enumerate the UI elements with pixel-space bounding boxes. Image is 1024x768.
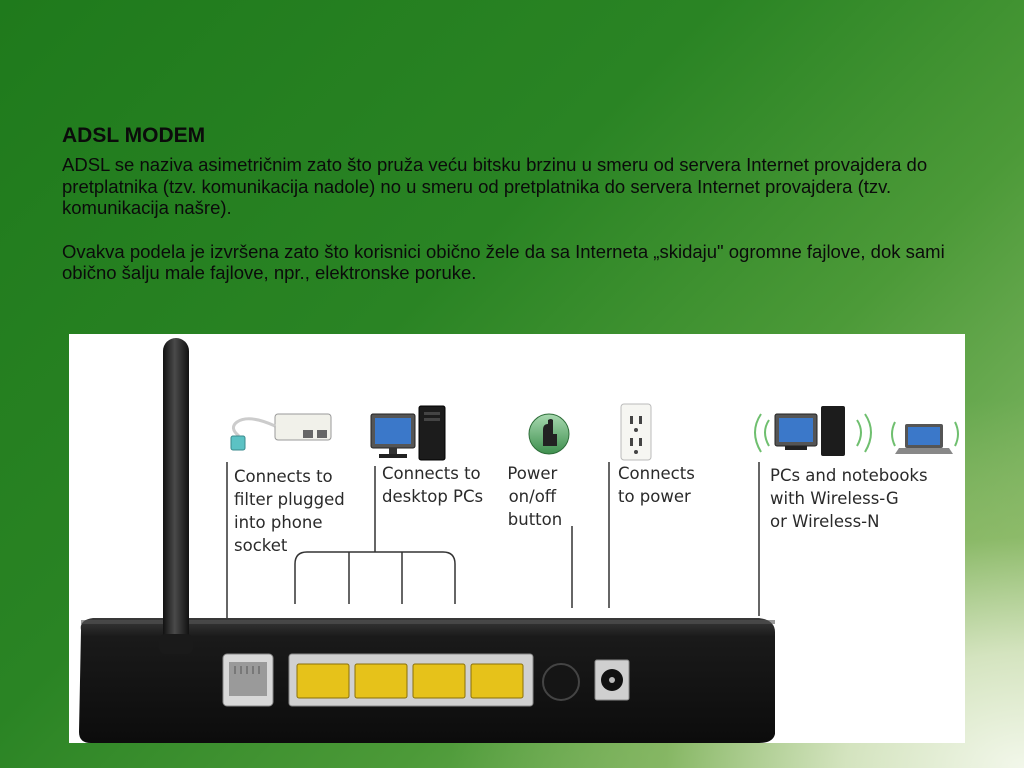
power-button-icon	[528, 413, 570, 455]
label-power: Connects to power	[618, 464, 700, 506]
wireless-pc-icon	[754, 406, 872, 456]
phone-filter-icon	[230, 413, 332, 451]
leader-lines	[226, 462, 760, 624]
label-filter: Connects to filter plugged into phone so…	[234, 467, 350, 555]
desktop-pc-icon	[370, 405, 446, 461]
antenna	[159, 338, 193, 654]
paragraph-reason: Ovakva podela je izvršena zato što koris…	[62, 240, 945, 284]
label-desktop-pcs: Connects to desktop PCs	[382, 464, 486, 506]
wireless-laptop-icon	[891, 421, 959, 454]
wall-socket-icon	[620, 403, 652, 461]
label-wireless: PCs and notebooks with Wireless-G or Wir…	[770, 466, 933, 531]
slide-title: ADSL MODEM	[62, 124, 206, 147]
label-power-button: Power on/off button	[507, 464, 562, 529]
adsl-modem-photo: Connects to filter plugged into phone so…	[69, 334, 965, 743]
router-ports	[222, 653, 630, 707]
paragraph-asymmetric: ADSL se naziva asimetričnim zato što pru…	[62, 154, 928, 218]
slide-text: ADSL MODEM ADSL se naziva asimetričnim z…	[62, 124, 962, 284]
